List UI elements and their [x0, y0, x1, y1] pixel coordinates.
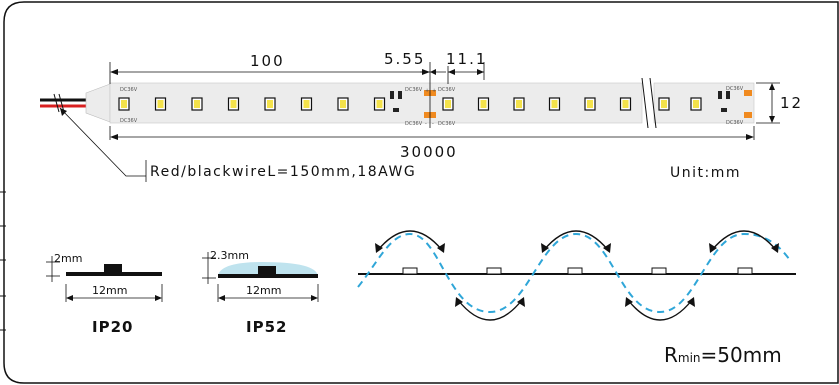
- bend-radius-value: =50mm: [701, 343, 782, 367]
- bend-radius-sub: min: [678, 351, 701, 365]
- ip52-height: 2.3mm: [210, 249, 249, 262]
- pcb-mark: DC36V: [438, 87, 456, 93]
- led-phosphor: [376, 100, 383, 108]
- ip52-width: 12mm: [246, 284, 281, 297]
- bend-wave: [357, 232, 791, 314]
- arrowhead: [375, 243, 383, 253]
- dim-cut-offset: 5.55: [384, 50, 425, 68]
- resistor: [393, 108, 399, 112]
- pcb-minus: -: [432, 121, 434, 127]
- led-phosphor: [480, 100, 487, 108]
- profile-ip20: [46, 256, 163, 302]
- resistor: [718, 91, 722, 99]
- arrowhead: [437, 243, 445, 253]
- pcb-mark: DC36V: [438, 121, 456, 127]
- led-phosphor: [693, 100, 699, 108]
- chip-marker: [486, 267, 502, 275]
- dim-width: 12: [780, 94, 803, 112]
- led-phosphor: [340, 100, 346, 108]
- ip20-height: 2mm: [54, 252, 82, 265]
- pcb-mark: DC36V: [120, 118, 138, 124]
- arrowhead: [709, 243, 717, 253]
- led-phosphor: [516, 100, 522, 108]
- ip20-width: 12mm: [92, 284, 127, 297]
- arrowhead: [603, 243, 611, 253]
- unit-label: Unit:mm: [670, 165, 741, 181]
- arrowhead: [455, 297, 463, 307]
- ip52-label: IP52: [246, 318, 287, 336]
- led-phosphor: [587, 100, 593, 108]
- arrowhead: [687, 297, 695, 307]
- dim-pitch: 100: [250, 52, 285, 70]
- pcb-mark: DC36V: [726, 86, 744, 92]
- led-phosphor: [121, 100, 127, 108]
- led-phosphor: [303, 100, 310, 108]
- pcb-plus: +: [425, 88, 429, 94]
- strip-body-right: [653, 82, 755, 124]
- dim-cut-unit: 11.1: [446, 50, 487, 68]
- resistor: [390, 91, 394, 99]
- pcb-minus: -: [425, 121, 427, 127]
- led-phosphor: [661, 100, 667, 108]
- pcb-mark: DC36V: [120, 87, 138, 93]
- led-phosphor: [622, 100, 629, 108]
- led-phosphor: [157, 100, 164, 108]
- bend-radius-label: Rmin=50mm: [664, 343, 782, 367]
- led-phosphor: [445, 100, 451, 108]
- profile-ip52: [202, 252, 319, 302]
- dimension-lines: [59, 62, 780, 182]
- pcb-mark: DC36V: [405, 121, 423, 127]
- chip-marker: [737, 267, 753, 275]
- wire-connector: [85, 83, 111, 123]
- led-phosphor: [551, 100, 558, 108]
- led-strip: DC36V DC36V DC36V DC36V DC36V DC36V DC36…: [40, 77, 755, 129]
- strip-break-left: [641, 77, 649, 129]
- pcb-plus: +: [432, 88, 436, 94]
- chip-marker: [651, 267, 667, 275]
- dim-total-length: 30000: [400, 143, 458, 161]
- led-phosphor: [230, 100, 237, 108]
- ip20-label: IP20: [92, 318, 133, 336]
- chip-marker: [402, 267, 418, 275]
- led-phosphor: [267, 100, 273, 108]
- bend-diagram: [357, 230, 796, 321]
- resistor: [721, 108, 727, 112]
- chip-marker: [567, 267, 583, 275]
- resistor: [398, 91, 402, 99]
- resistor: [726, 91, 730, 99]
- arrowhead: [625, 297, 633, 307]
- pcb-mark: DC36V: [405, 87, 423, 93]
- led-phosphor: [194, 100, 200, 108]
- arrowhead: [517, 297, 525, 307]
- pcb-mark: DC36V: [726, 120, 744, 126]
- outer-frame: [3, 1, 839, 384]
- cut-pad: [744, 90, 752, 96]
- bend-arrow: [377, 230, 777, 321]
- wire-label: Red/blackwireL=150mm,18AWG: [150, 164, 416, 180]
- strip-break-right: [649, 77, 657, 129]
- bend-radius-r: R: [664, 343, 678, 367]
- arrowhead: [771, 243, 779, 253]
- cut-pad: [744, 112, 752, 118]
- arrowhead: [541, 243, 549, 253]
- wire-break-mark: [53, 93, 65, 113]
